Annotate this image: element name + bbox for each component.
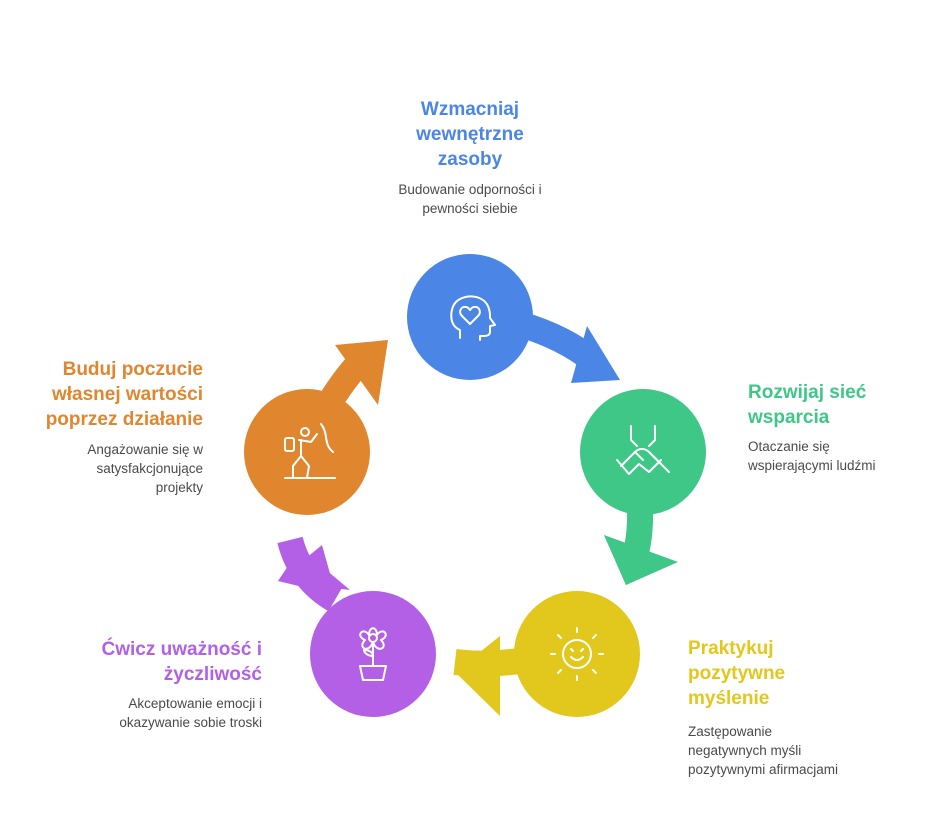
desc-line: pewności siebie xyxy=(422,201,518,216)
step-desc-selfworth: Angażowanie się w satysfakcjonujące proj… xyxy=(10,440,203,497)
climber-icon xyxy=(284,423,336,479)
desc-line: pozytywnymi afirmacjami xyxy=(688,762,839,777)
step-circle-network xyxy=(580,389,706,515)
potted-flower-icon xyxy=(359,627,387,681)
title-line: pozytywne xyxy=(688,663,786,684)
title-line: myślenie xyxy=(688,688,770,709)
desc-line: satysfakcjonujące xyxy=(96,461,203,476)
title-line: poprzez działanie xyxy=(45,409,203,430)
arrow-orange-to-blue xyxy=(318,340,388,409)
title-line: wsparcia xyxy=(748,407,830,428)
step-circle-mindfulness xyxy=(310,591,436,717)
title-line: wewnętrzne xyxy=(416,124,524,145)
title-line: Rozwijaj sieć xyxy=(748,382,867,403)
step-circle-positive xyxy=(514,591,640,717)
helping-hands-icon xyxy=(616,425,670,475)
desc-line: wspierającymi ludźmi xyxy=(748,458,876,473)
title-line: Wzmacniaj xyxy=(420,99,520,120)
arrow-purple-to-orange xyxy=(277,536,350,612)
desc-line: projekty xyxy=(155,480,203,495)
step-desc-positive: Zastępowanie negatywnych myśli pozytywny… xyxy=(688,722,908,779)
desc-line: okazywanie sobie troski xyxy=(119,715,262,730)
desc-line: Budowanie odporności i xyxy=(398,182,542,197)
step-title-resources: Wzmacniaj wewnętrzne zasoby xyxy=(360,97,580,172)
step-title-mindfulness: Ćwicz uważność i życzliwość xyxy=(40,637,262,687)
step-title-selfworth: Buduj poczucie własnej wartości poprzez … xyxy=(10,357,203,432)
title-line: Ćwicz uważność i xyxy=(101,639,262,660)
step-desc-mindfulness: Akceptowanie emocji i okazywanie sobie t… xyxy=(40,694,262,732)
step-title-network: Rozwijaj sieć wsparcia xyxy=(748,380,938,430)
step-title-positive: Praktykuj pozytywne myślenie xyxy=(688,636,888,711)
desc-line: Angażowanie się w xyxy=(87,442,203,457)
desc-line: negatywnych myśli xyxy=(688,743,802,758)
title-line: Buduj poczucie xyxy=(62,359,203,380)
title-line: własnej wartości xyxy=(51,384,203,405)
step-circle-resources xyxy=(407,254,533,380)
step-circle-selfworth xyxy=(244,389,370,515)
title-line: zasoby xyxy=(437,149,503,170)
desc-line: Zastępowanie xyxy=(688,724,773,739)
step-desc-resources: Budowanie odporności i pewności siebie xyxy=(360,180,580,218)
head-heart-icon xyxy=(450,295,496,341)
arrow-blue-to-green xyxy=(519,312,620,383)
arrow-green-to-yellow xyxy=(604,509,678,585)
desc-line: Otaczanie się xyxy=(748,439,830,454)
title-line: Praktykuj xyxy=(688,638,774,659)
desc-line: Akceptowanie emocji i xyxy=(128,696,262,711)
title-line: życzliwość xyxy=(163,664,262,685)
step-desc-network: Otaczanie się wspierającymi ludźmi xyxy=(748,437,938,475)
smiling-sun-icon xyxy=(550,627,604,681)
